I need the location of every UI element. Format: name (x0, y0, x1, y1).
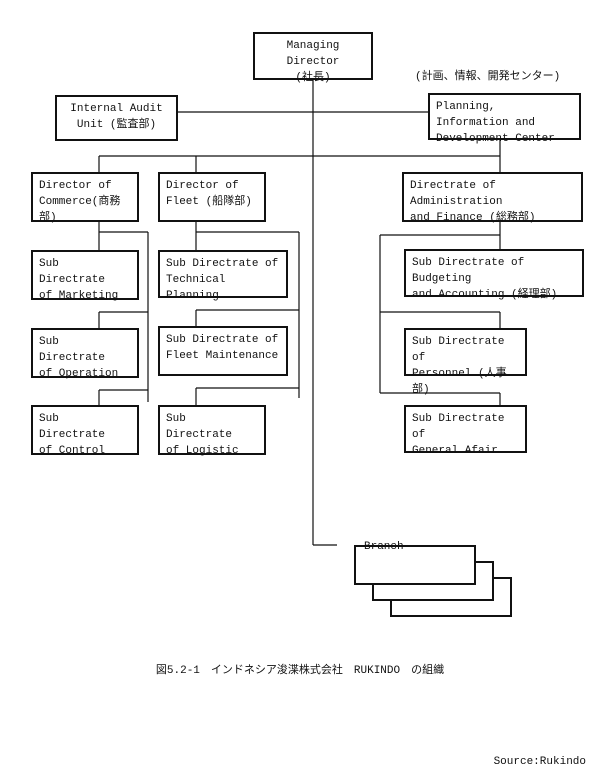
director-commerce-box: Director of Commerce(商務部) (31, 172, 139, 224)
source-note: Source:Rukindo (493, 756, 586, 768)
internal-audit-box: Internal Audit Unit (監査部) (55, 95, 178, 141)
director-fleet-box: Director of Fleet (船隊部) (158, 172, 266, 222)
sub-operation-box: Sub Directrate of Operation (31, 328, 139, 380)
sub-personnel-box: Sub Directrate of Personnel (人事部) (404, 328, 527, 396)
sub-general-affair-box: Sub Directrate of General Afair (404, 405, 527, 457)
sub-budgeting-box: Sub Directrate of Budgeting and Accounti… (404, 249, 584, 301)
sub-technical-planning-box: Sub Directrate of Technical Planning (158, 250, 288, 302)
figure-caption: 図5.2-1 インドネシア浚渫株式会社 RUKINDO の組織 (155, 665, 445, 677)
sub-marketing-box: Sub Directrate of Marketing (31, 250, 139, 302)
sub-fleet-maintenance-box: Sub Directrate of Fleet Maintenance (158, 326, 288, 376)
branch-label: Branch (364, 541, 404, 553)
directorate-admin-box: Directrate of Administration and Finance… (402, 172, 583, 224)
planning-center-box: Planning, Information and Development Ce… (428, 93, 581, 145)
sub-logistic-box: Sub Directrate of Logistic (158, 405, 266, 457)
planning-note: (計画、情報、開発センター) (415, 71, 561, 83)
managing-director-box: Managing Director (社長) (253, 32, 373, 84)
sub-control-box: Sub Directrate of Control (31, 405, 139, 457)
